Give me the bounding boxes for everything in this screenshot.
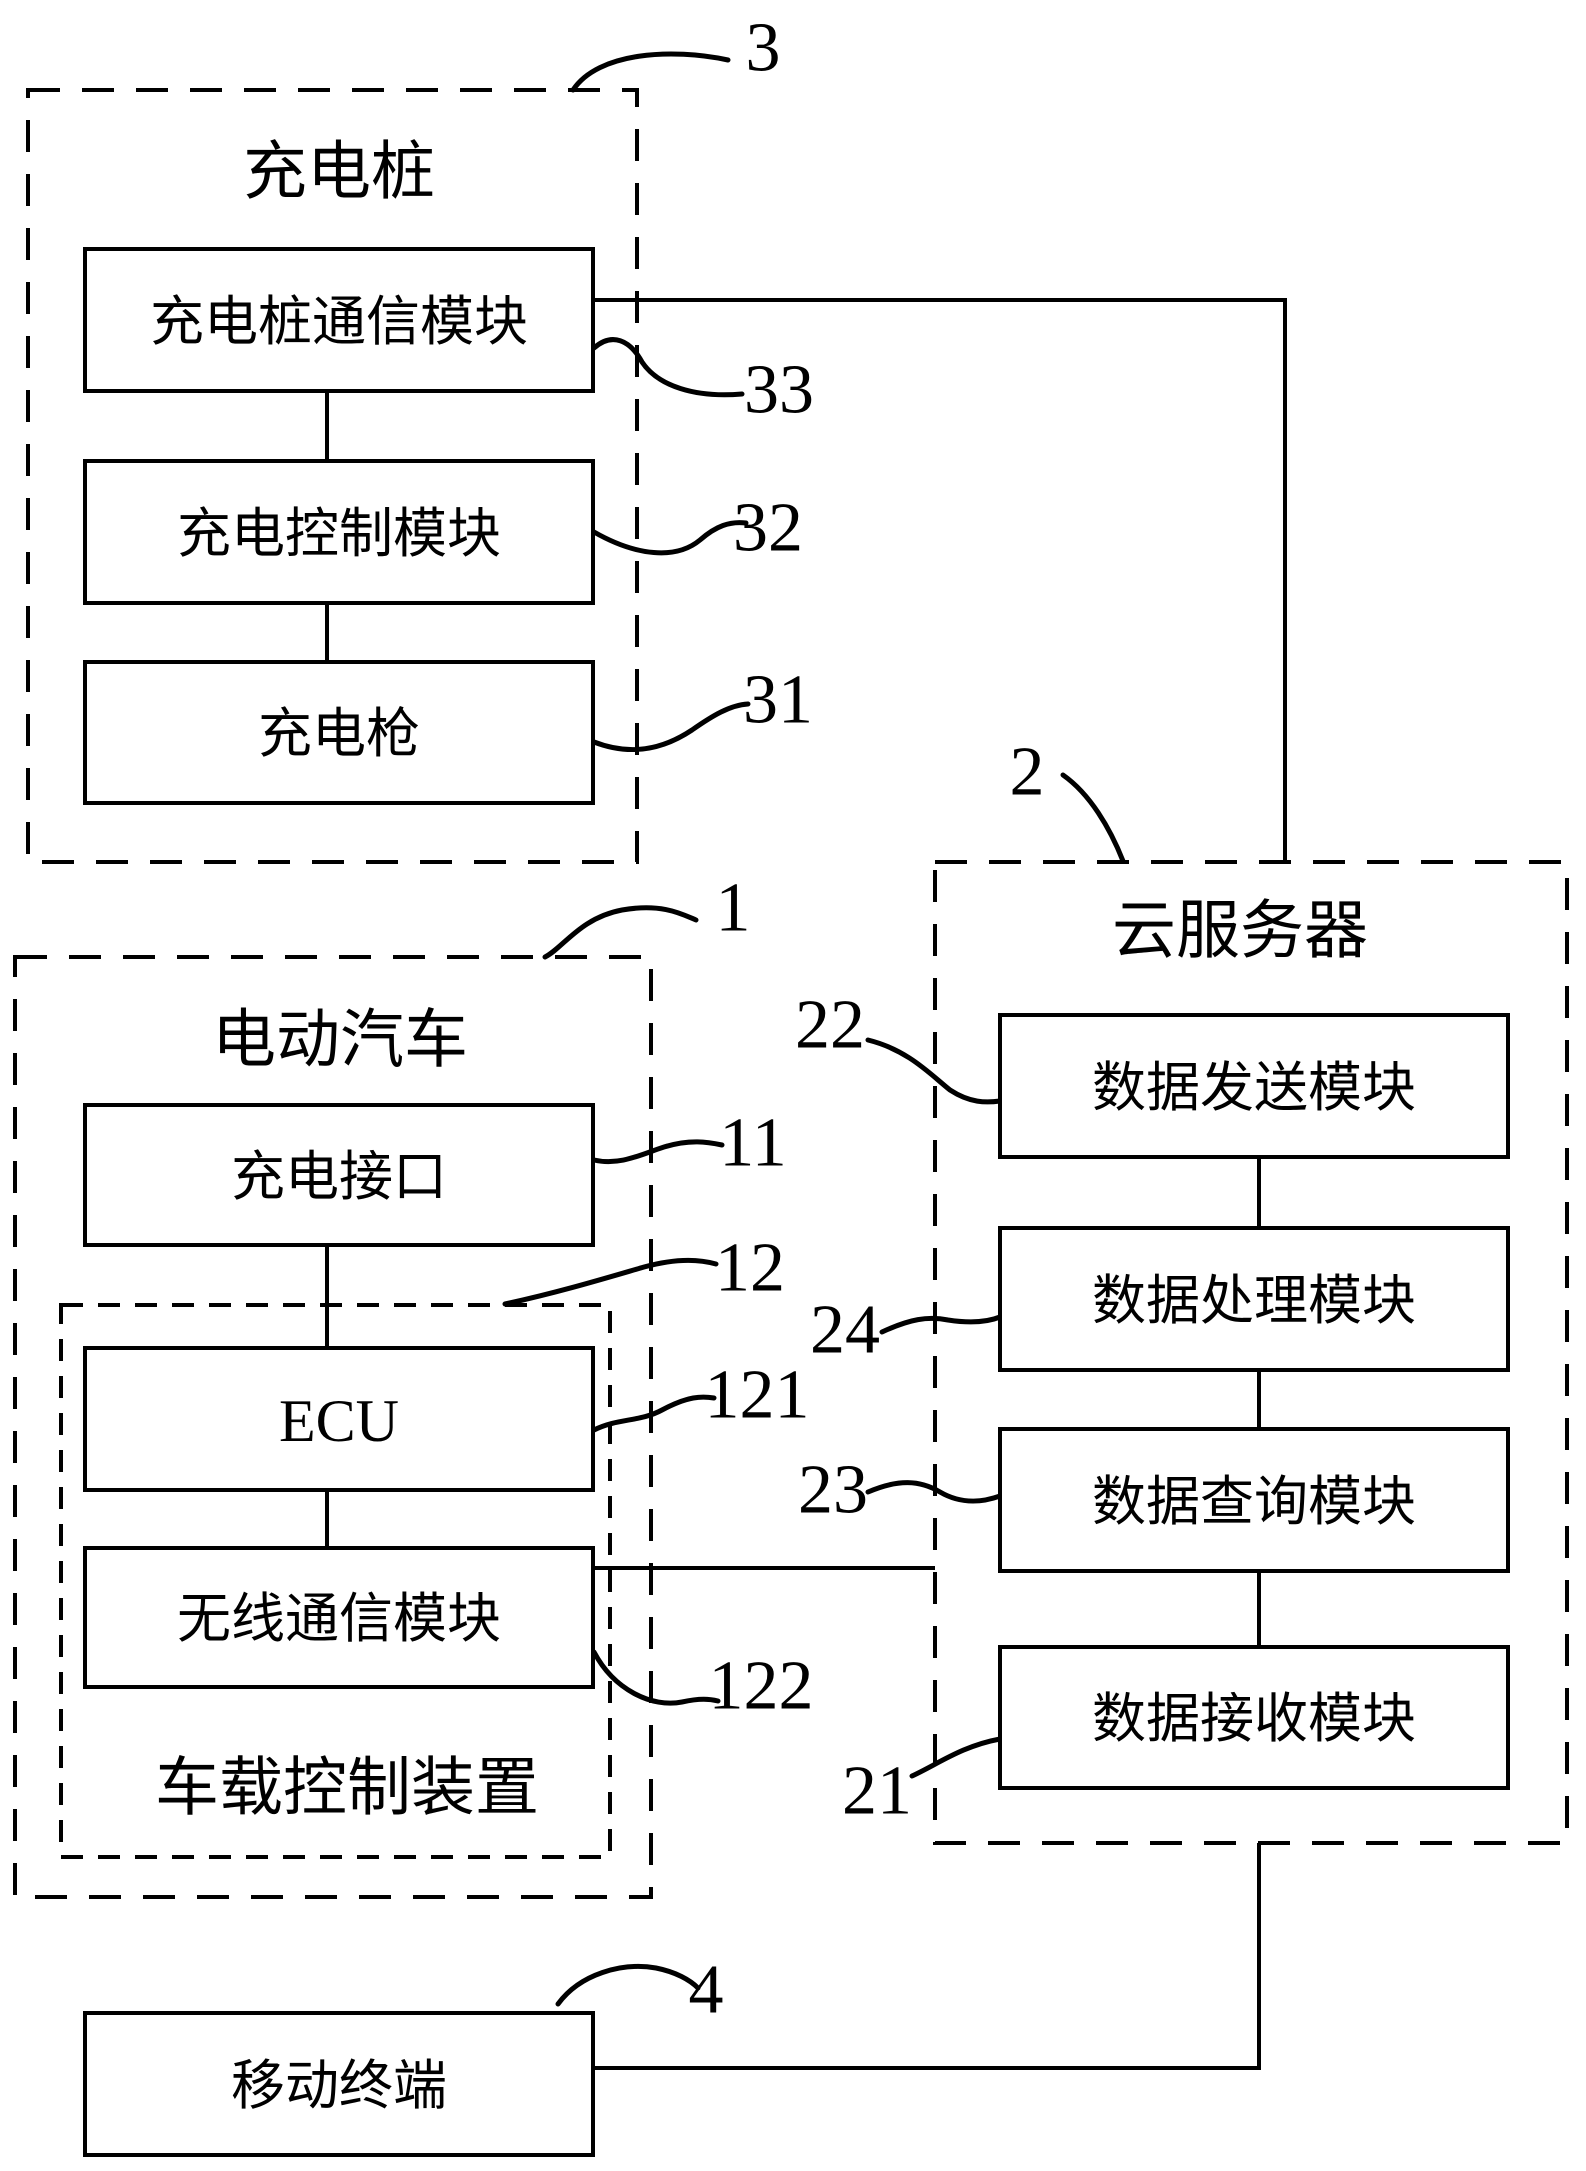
ref-num-1: 1: [716, 870, 751, 947]
ref-num-4: 4: [689, 1952, 724, 2029]
leader-ref-23: [865, 1480, 1003, 1504]
charge-port-label: 充电接口: [231, 1147, 447, 1207]
leader-ref-11: [591, 1139, 725, 1165]
data-query-module-label: 数据查询模块: [1092, 1472, 1416, 1532]
leader-ref-24: [879, 1314, 1003, 1335]
link-pilecomm-to-cloud: [593, 298, 1287, 862]
ref-num-33: 33: [744, 352, 814, 429]
leader-ref-3: [570, 51, 731, 93]
electric-vehicle-container: [13, 955, 653, 1899]
leader-ref-21: [909, 1736, 1003, 1779]
ref-num-2: 2: [1010, 734, 1045, 811]
data-send-module-box: [998, 1013, 1510, 1159]
data-query-module-box: [998, 1427, 1510, 1573]
ecu-label: ECU: [279, 1388, 399, 1454]
pile-comm-module-label: 充电桩通信模块: [150, 292, 528, 352]
charge-control-module-label: 充电控制模块: [177, 504, 501, 564]
onboard-control-label: 车载控制装置: [155, 1753, 539, 1824]
leader-ref-2: [1060, 772, 1126, 864]
ref-num-24: 24: [810, 1292, 880, 1369]
ecu-box: [83, 1346, 595, 1492]
leader-ref-33: [591, 337, 745, 398]
leader-ref-122: [591, 1649, 721, 1706]
leader-ref-31: [591, 701, 751, 753]
ref-num-122: 122: [709, 1648, 814, 1725]
charge-gun-label: 充电枪: [258, 704, 420, 764]
ref-num-3: 3: [746, 10, 781, 87]
ref-num-12: 12: [715, 1230, 785, 1307]
leader-ref-22: [865, 1037, 1003, 1105]
charging-pile-title: 充电桩: [243, 137, 435, 208]
mobile-terminal-label: 移动终端: [231, 2056, 447, 2116]
ref-num-31: 31: [743, 662, 813, 739]
charge-control-module-box: [83, 459, 595, 605]
data-process-module-label: 数据处理模块: [1092, 1271, 1416, 1331]
data-receive-module-box: [998, 1645, 1510, 1790]
data-receive-module-label: 数据接收模块: [1092, 1689, 1416, 1749]
pile-comm-module-box: [83, 247, 595, 393]
mobile-terminal-box: [83, 2011, 595, 2157]
leader-ref-121: [591, 1394, 717, 1433]
ref-num-22: 22: [795, 987, 865, 1064]
leader-ref-4: [555, 1964, 701, 2007]
ref-num-21: 21: [842, 1753, 912, 1830]
leader-ref-32: [591, 520, 749, 556]
ref-num-121: 121: [705, 1357, 810, 1434]
ref-num-32: 32: [733, 490, 803, 567]
charge-gun-box: [83, 660, 595, 805]
ref-num-11: 11: [719, 1105, 786, 1182]
electric-vehicle-title: 电动汽车: [212, 1005, 468, 1076]
charging-pile-container: [26, 88, 639, 864]
wireless-comm-module-box: [83, 1546, 595, 1689]
data-process-module-box: [998, 1226, 1510, 1372]
link-cloud-to-mobile: [593, 1843, 1261, 2070]
data-send-module-label: 数据发送模块: [1092, 1058, 1416, 1118]
ref-num-23: 23: [798, 1452, 868, 1529]
leader-ref-1: [542, 905, 699, 960]
onboard-control-container: [59, 1303, 612, 1859]
leader-ref-12: [502, 1257, 719, 1307]
cloud-server-title: 云服务器: [1112, 896, 1368, 967]
charge-port-box: [83, 1103, 595, 1247]
wireless-comm-module-label: 无线通信模块: [177, 1589, 501, 1649]
